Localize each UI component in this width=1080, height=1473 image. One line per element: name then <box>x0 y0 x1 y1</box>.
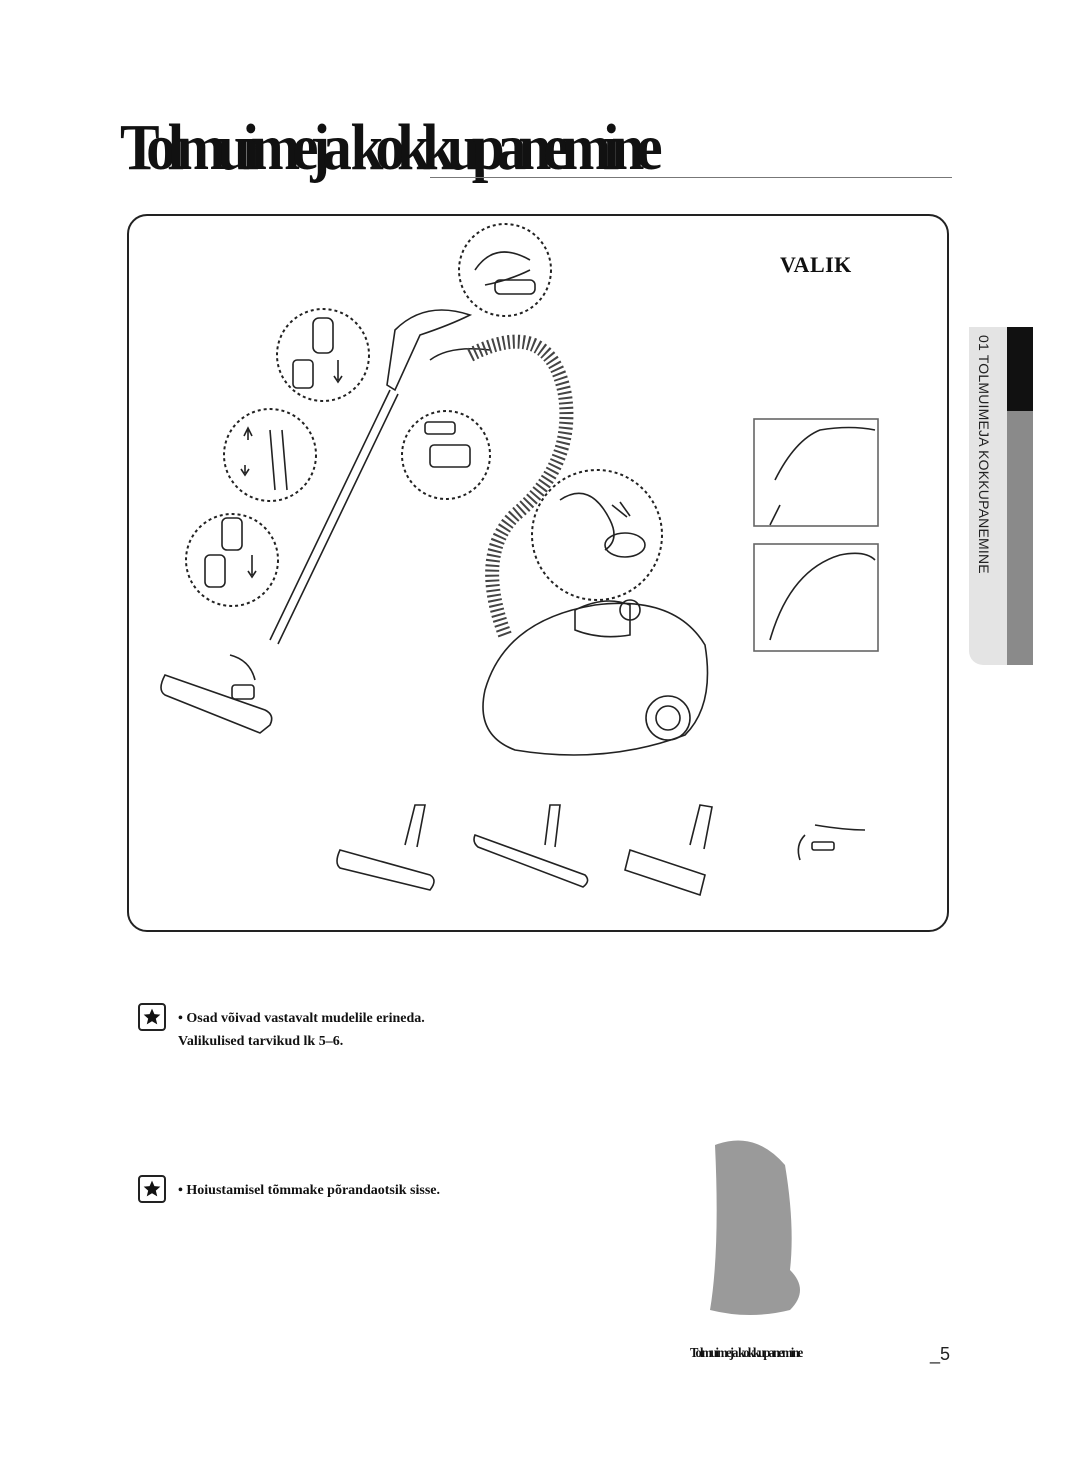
note-2-line1: Hoiustamisel tõmmake põrandaotsik sisse. <box>186 1183 440 1198</box>
option-label: VALIK <box>780 252 852 277</box>
handle-and-pipe <box>269 309 491 645</box>
inset-hose-image <box>753 543 879 652</box>
star-icon <box>138 1175 166 1203</box>
title-rule <box>430 177 952 178</box>
side-tab-grey <box>1007 411 1033 665</box>
side-tab-light <box>969 327 1007 665</box>
accessory-parquet-brush <box>473 804 589 888</box>
detail-circle-battery <box>401 410 491 500</box>
detail-circle-pipe-join <box>185 513 279 607</box>
accessory-floor-brush <box>624 804 713 897</box>
note-1-text: • Osad võivad vastavalt mudelile erineda… <box>178 1007 425 1053</box>
note-1-line1: Osad võivad vastavalt mudelile erineda. <box>186 1011 425 1026</box>
star-icon <box>138 1003 166 1031</box>
footer-title: Tolmuimeja kokkupanemine <box>690 1346 803 1361</box>
detail-circle-pipe-handle <box>276 308 370 402</box>
flexible-hose <box>466 334 574 638</box>
bullet-icon: • <box>178 1011 187 1026</box>
note-1-line2: Valikulised tarvikud lk 5–6. <box>178 1034 344 1049</box>
page-number: _5 <box>930 1344 951 1364</box>
vacuum-body <box>482 599 709 756</box>
detail-circle-hose-body <box>531 469 663 601</box>
bullet-icon: • <box>178 1183 187 1198</box>
side-tab: 01 TOLMUIMEJA KOKKUPANEMINE <box>969 327 1033 665</box>
note-2-text: • Hoiustamisel tõmmake põrandaotsik siss… <box>178 1179 440 1202</box>
grey-decor-shape <box>710 1140 800 1315</box>
accessory-batteries <box>797 824 866 861</box>
page-title: Tolmuimeja kokkupanemine <box>120 111 663 184</box>
detail-circle-hose-connect <box>458 223 552 317</box>
floor-nozzle <box>160 654 273 734</box>
detail-circle-telescope <box>223 408 317 502</box>
side-tab-text: 01 TOLMUIMEJA KOKKUPANEMINE <box>976 335 992 574</box>
assembly-panel <box>127 214 949 932</box>
accessory-turbo-brush <box>336 804 435 891</box>
inset-handle-image <box>753 418 879 527</box>
side-tab-black <box>1007 327 1033 411</box>
